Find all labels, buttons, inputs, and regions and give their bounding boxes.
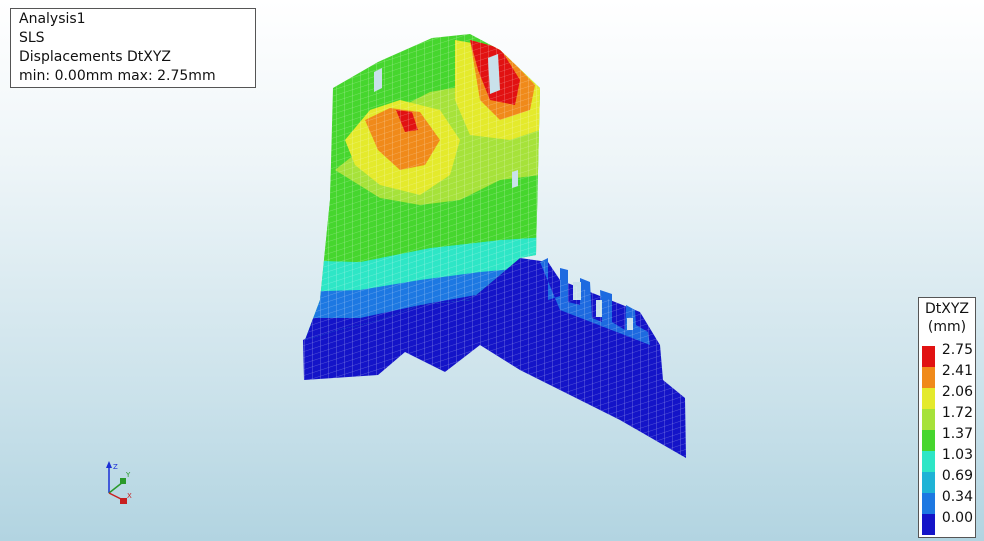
legend-tick: 0.69 [941,468,973,484]
legend-swatch [922,430,935,451]
load-case: SLS [19,30,45,46]
x-axis-label: X [127,492,132,500]
y-arrow-icon [120,478,126,484]
legend-swatch [922,367,935,388]
legend-swatch [922,388,935,409]
legend-unit: (mm) [927,319,967,335]
legend-tick: 0.00 [941,510,973,526]
z-axis-label: Z [113,463,118,471]
legend-swatch [922,346,935,367]
legend-tick: 2.41 [941,363,973,379]
y-axis-label: Y [125,471,131,479]
legend-tick: 2.06 [941,384,973,400]
wall-openings [374,54,518,188]
result-info-box: Analysis1 SLS Displacements DtXYZ min: 0… [10,8,256,88]
legend-swatch [922,472,935,493]
legend-swatch [922,451,935,472]
result-range: min: 0.00mm max: 2.75mm [19,68,216,84]
axis-triad[interactable]: Z Y X [95,458,145,513]
legend-title: DtXYZ [924,301,969,317]
legend-tick: 1.72 [941,405,973,421]
legend-swatch [922,493,935,514]
legend-tick: 1.37 [941,426,973,442]
legend-tick: 1.03 [941,447,973,463]
x-arrow-icon [120,498,127,504]
legend-swatch [922,409,935,430]
legend-tick: 0.34 [941,489,973,505]
result-type: Displacements DtXYZ [19,49,171,65]
color-legend: DtXYZ (mm) 2.75 2.41 2.06 1.72 1.37 1.03… [918,297,976,538]
analysis-name: Analysis1 [19,11,86,27]
legend-tick: 2.75 [941,342,973,358]
legend-swatch [922,514,935,535]
z-arrow-icon [106,461,112,468]
